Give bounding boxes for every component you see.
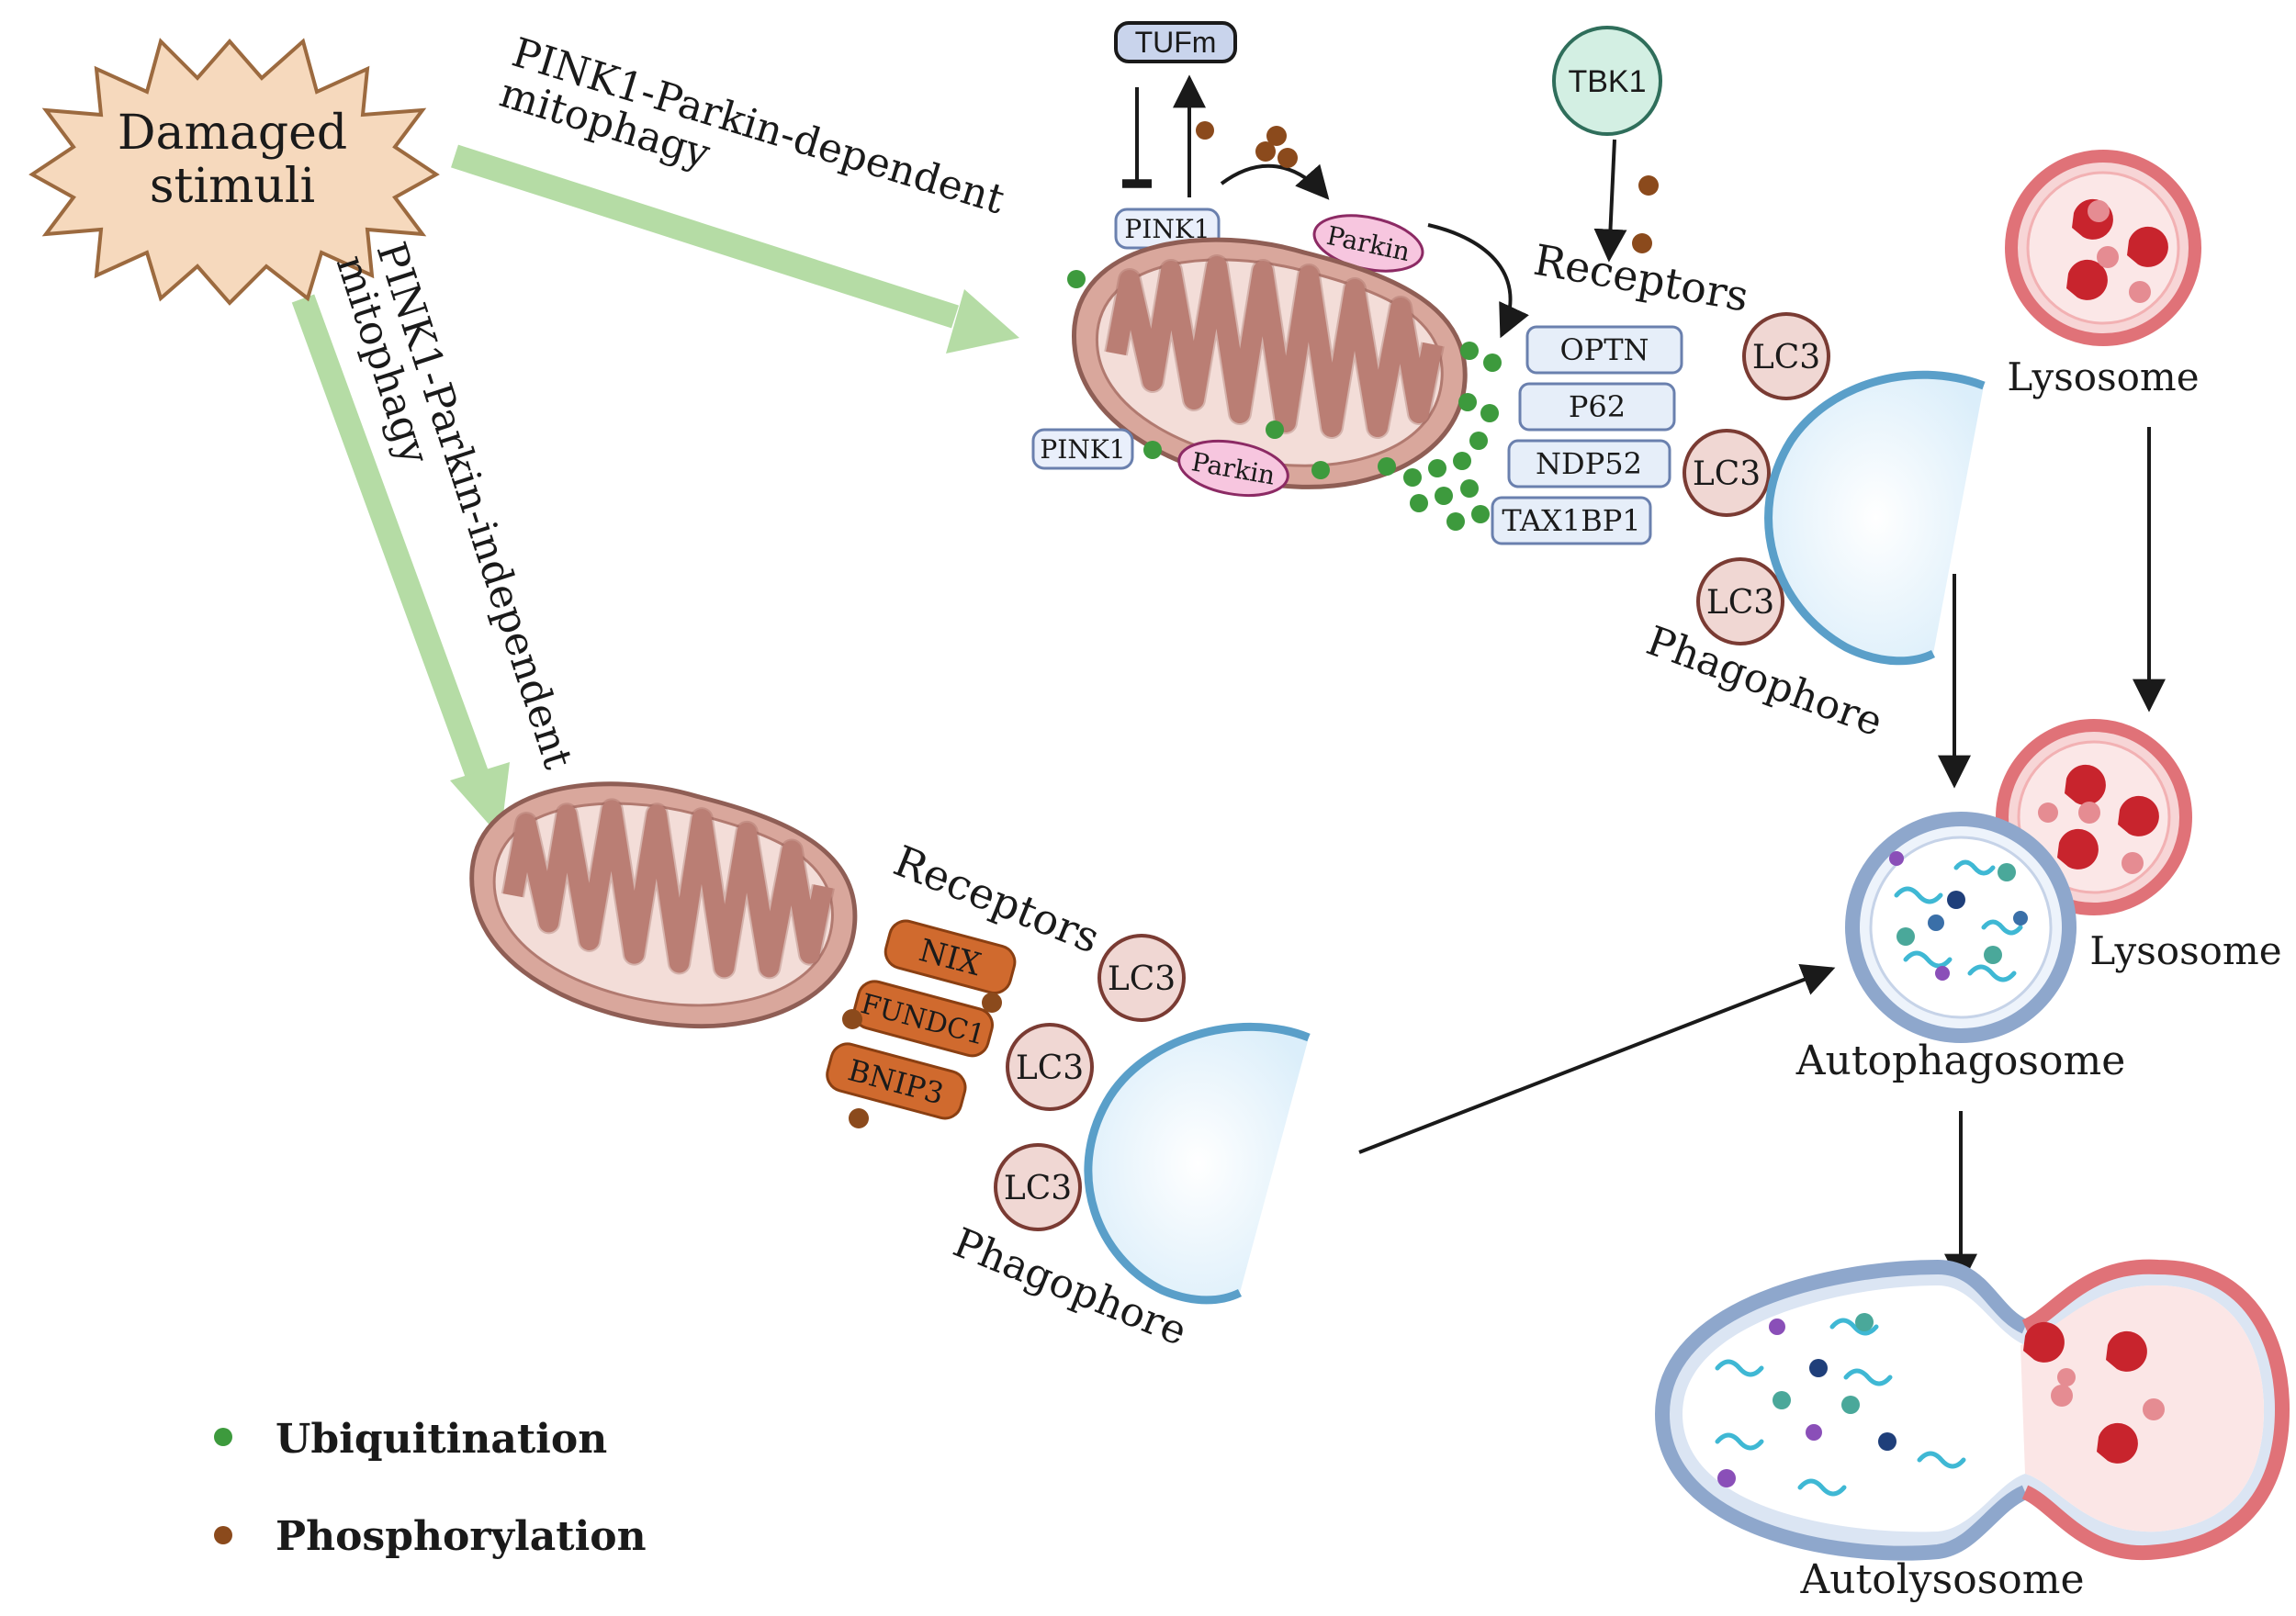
stimuli-line1: Damaged: [118, 106, 347, 161]
lysosome-right-label: Lysosome: [2089, 928, 2281, 973]
phagophore-bottom: [1084, 1023, 1311, 1305]
legend-ubiquitination-swatch: [214, 1428, 232, 1446]
phospho-dot: [849, 1108, 869, 1128]
autolysosome: [1654, 1259, 2290, 1561]
phospho-dot: [1196, 121, 1214, 140]
tufm-box: TUFm: [1114, 21, 1237, 63]
lc3-top-3: LC3: [1696, 557, 1784, 645]
pink1-bottom-label: PINK1: [1040, 434, 1125, 465]
lc3-top-2-label: LC3: [1693, 455, 1761, 493]
legend: Ubiquitination Phosphorylation: [214, 1416, 647, 1560]
lc3-top-3-label: LC3: [1706, 584, 1774, 622]
receptor-ndp52-label: NDP52: [1536, 446, 1642, 481]
bottom-to-autophagosome-arrow: [1358, 963, 1836, 1154]
legend-ubiquitination-label: Ubiquitination: [276, 1416, 607, 1463]
receptor-bnip3: BNIP3: [826, 1042, 967, 1120]
legend-phosphorylation-label: Phosphorylation: [276, 1513, 647, 1560]
lc3-bottom-1-label: LC3: [1108, 960, 1176, 998]
damaged-stimuli-burst: Damaged stimuli: [28, 38, 440, 306]
parkin-bottom: Parkin: [1177, 440, 1289, 497]
lysosome-top-label: Lysosome: [2007, 354, 2199, 399]
phospho-dot: [1266, 126, 1287, 146]
receptor-tax1bp1-label: TAX1BP1: [1502, 503, 1640, 538]
lc3-top-2: LC3: [1683, 429, 1771, 517]
stimuli-line2: stimuli: [150, 159, 315, 214]
receptor-list-bottom: NIX FUNDC1 BNIP3: [826, 919, 1017, 1120]
dependent-pathway-arrow: [451, 144, 1019, 354]
lc3-bottom-2: LC3: [1006, 1023, 1094, 1111]
phospho-dot: [982, 993, 1002, 1013]
dependent-path-label: PINK1-Parkin-dependent mitophagy: [494, 29, 1009, 224]
parkin-to-receptors-arrow: [1427, 223, 1529, 339]
autolysosome-label: Autolysosome: [1799, 1556, 2084, 1603]
autophagosome-label: Autophagosome: [1795, 1038, 2126, 1084]
independent-line1: PINK1-Parkin-independent: [367, 237, 582, 775]
receptor-p62-label: P62: [1569, 389, 1626, 424]
lysosome-top: [2011, 156, 2195, 340]
receptor-fundc1: FUNDC1: [852, 980, 994, 1058]
lc3-bottom-3: LC3: [994, 1143, 1082, 1231]
lc3-top-1-label: LC3: [1752, 339, 1820, 376]
phospho-dot: [1638, 175, 1659, 196]
tufm-label: TUFm: [1135, 26, 1217, 59]
phagophore-top: [1764, 370, 1986, 666]
lc3-bottom-3-label: LC3: [1004, 1170, 1072, 1207]
receptor-optn-label: OPTN: [1559, 332, 1649, 367]
receptor-optn: OPTN: [1525, 325, 1683, 375]
legend-phosphorylation-swatch: [214, 1526, 232, 1544]
receptor-ndp52: NDP52: [1507, 439, 1671, 488]
tbk1-label: TBK1: [1568, 64, 1646, 99]
ubiquitin-dots-top: [1067, 270, 1502, 531]
tbk1-circle: TBK1: [1552, 26, 1662, 136]
receptor-list-top: OPTN P62 NDP52 TAX1BP1: [1491, 325, 1683, 545]
pink1-bottom: PINK1: [1031, 428, 1134, 470]
phospho-dot: [1632, 233, 1652, 253]
lc3-bottom-2-label: LC3: [1016, 1049, 1084, 1087]
parkin-top: Parkin: [1312, 214, 1424, 273]
tbk1-arrow: [1593, 139, 1627, 263]
autophagosome: [1845, 812, 2077, 1043]
phospho-dot: [1255, 141, 1276, 162]
mitochondrion-bottom: [472, 784, 855, 1027]
receptor-p62: P62: [1518, 382, 1676, 432]
lc3-bottom-1: LC3: [1097, 934, 1186, 1022]
lc3-top-1: LC3: [1742, 312, 1830, 400]
receptor-tax1bp1: TAX1BP1: [1491, 496, 1652, 545]
phospho-dot: [842, 1009, 862, 1029]
lysosome-right: [2002, 725, 2186, 909]
pink1-to-parkin-arrow: [1220, 163, 1330, 200]
phospho-dot: [1277, 148, 1298, 168]
receptor-nix: NIX: [884, 919, 1017, 994]
